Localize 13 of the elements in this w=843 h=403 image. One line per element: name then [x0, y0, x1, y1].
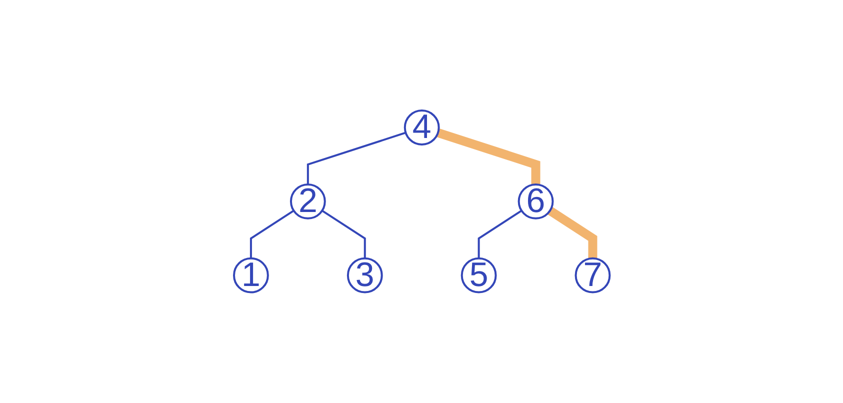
node-circle: 7: [574, 257, 610, 294]
connector: [250, 210, 294, 258]
node-circle: 2: [290, 184, 326, 220]
node-circle: 4: [404, 110, 440, 146]
connector: [306, 132, 406, 185]
connector: [321, 210, 366, 258]
connector: [436, 128, 540, 185]
connector: [477, 210, 522, 258]
node-circle: 5: [460, 257, 496, 294]
connector: [547, 206, 597, 258]
node-circle: 6: [517, 184, 554, 220]
node-circle: 3: [346, 257, 382, 294]
node-circle: 1: [232, 257, 269, 294]
